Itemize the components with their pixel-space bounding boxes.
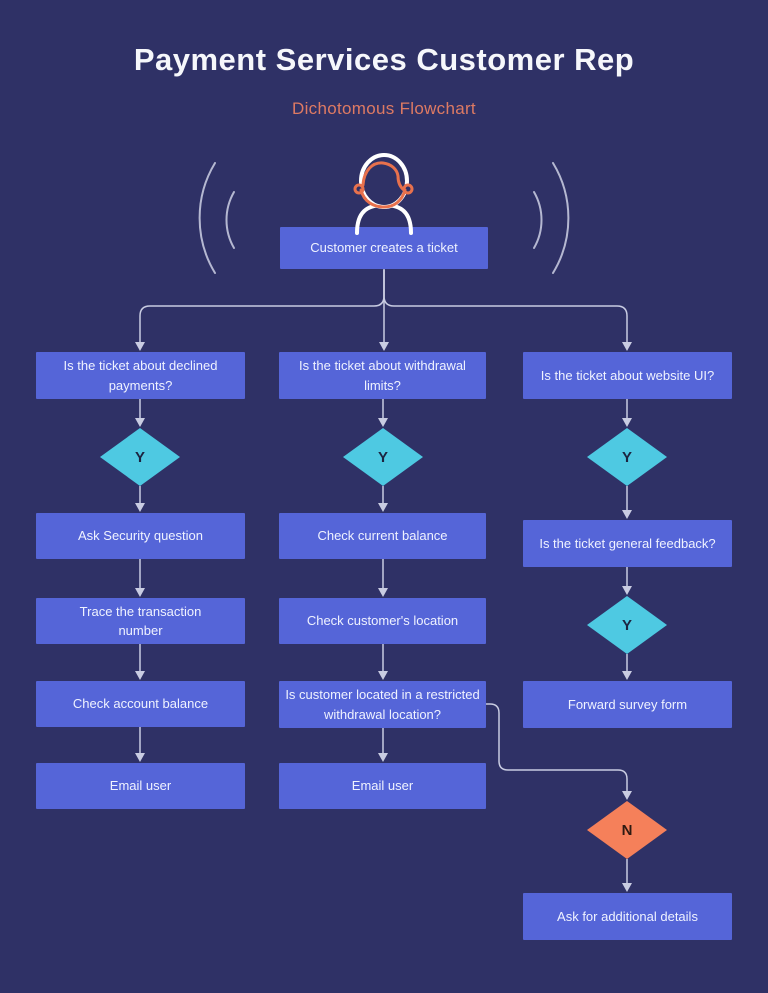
decision-no-restricted-location: N: [587, 801, 667, 859]
question-general-feedback: Is the ticket general feedback?: [523, 520, 732, 567]
page-title: Payment Services Customer Rep: [133, 42, 635, 77]
step-trace-transaction-number: Trace the transaction number: [36, 598, 245, 644]
decision-yes-withdrawal: Y: [343, 428, 423, 486]
decision-label: Y: [621, 448, 632, 466]
decision-label: Y: [377, 448, 388, 466]
decision-yes-general-feedback: Y: [587, 596, 667, 654]
decision-yes-website-ui: Y: [587, 428, 667, 486]
step-check-account-balance: Check account balance: [36, 681, 245, 727]
step-ask-additional-details: Ask for additional details: [523, 893, 732, 940]
connector-start-to-left: [135, 270, 385, 351]
question-restricted-withdrawal-location: Is customer located in a restricted with…: [279, 681, 486, 728]
decision-label: Y: [621, 616, 632, 634]
step-forward-survey-form: Forward survey form: [523, 681, 732, 728]
step-check-customers-location: Check customer's location: [279, 598, 486, 644]
step-email-user-middle: Email user: [279, 763, 486, 809]
sound-wave-arcs-right: [533, 162, 570, 274]
step-check-current-balance: Check current balance: [279, 513, 486, 559]
decision-yes-declined: Y: [100, 428, 180, 486]
start-node-customer-creates-ticket: Customer creates a ticket: [280, 227, 488, 269]
question-website-ui: Is the ticket about website UI?: [523, 352, 732, 399]
decision-label: N: [621, 821, 633, 839]
customer-avatar-icon: [353, 153, 414, 235]
sound-wave-arcs-left: [198, 162, 235, 274]
question-declined-payments: Is the ticket about declined payments?: [36, 352, 245, 399]
question-withdrawal-limits: Is the ticket about withdrawal limits?: [279, 352, 486, 399]
step-email-user-left: Email user: [36, 763, 245, 809]
connector-start-to-right: [383, 270, 632, 351]
decision-label: Y: [134, 448, 145, 466]
page-subtitle: Dichotomous Flowchart: [292, 99, 476, 118]
step-ask-security-question: Ask Security question: [36, 513, 245, 559]
